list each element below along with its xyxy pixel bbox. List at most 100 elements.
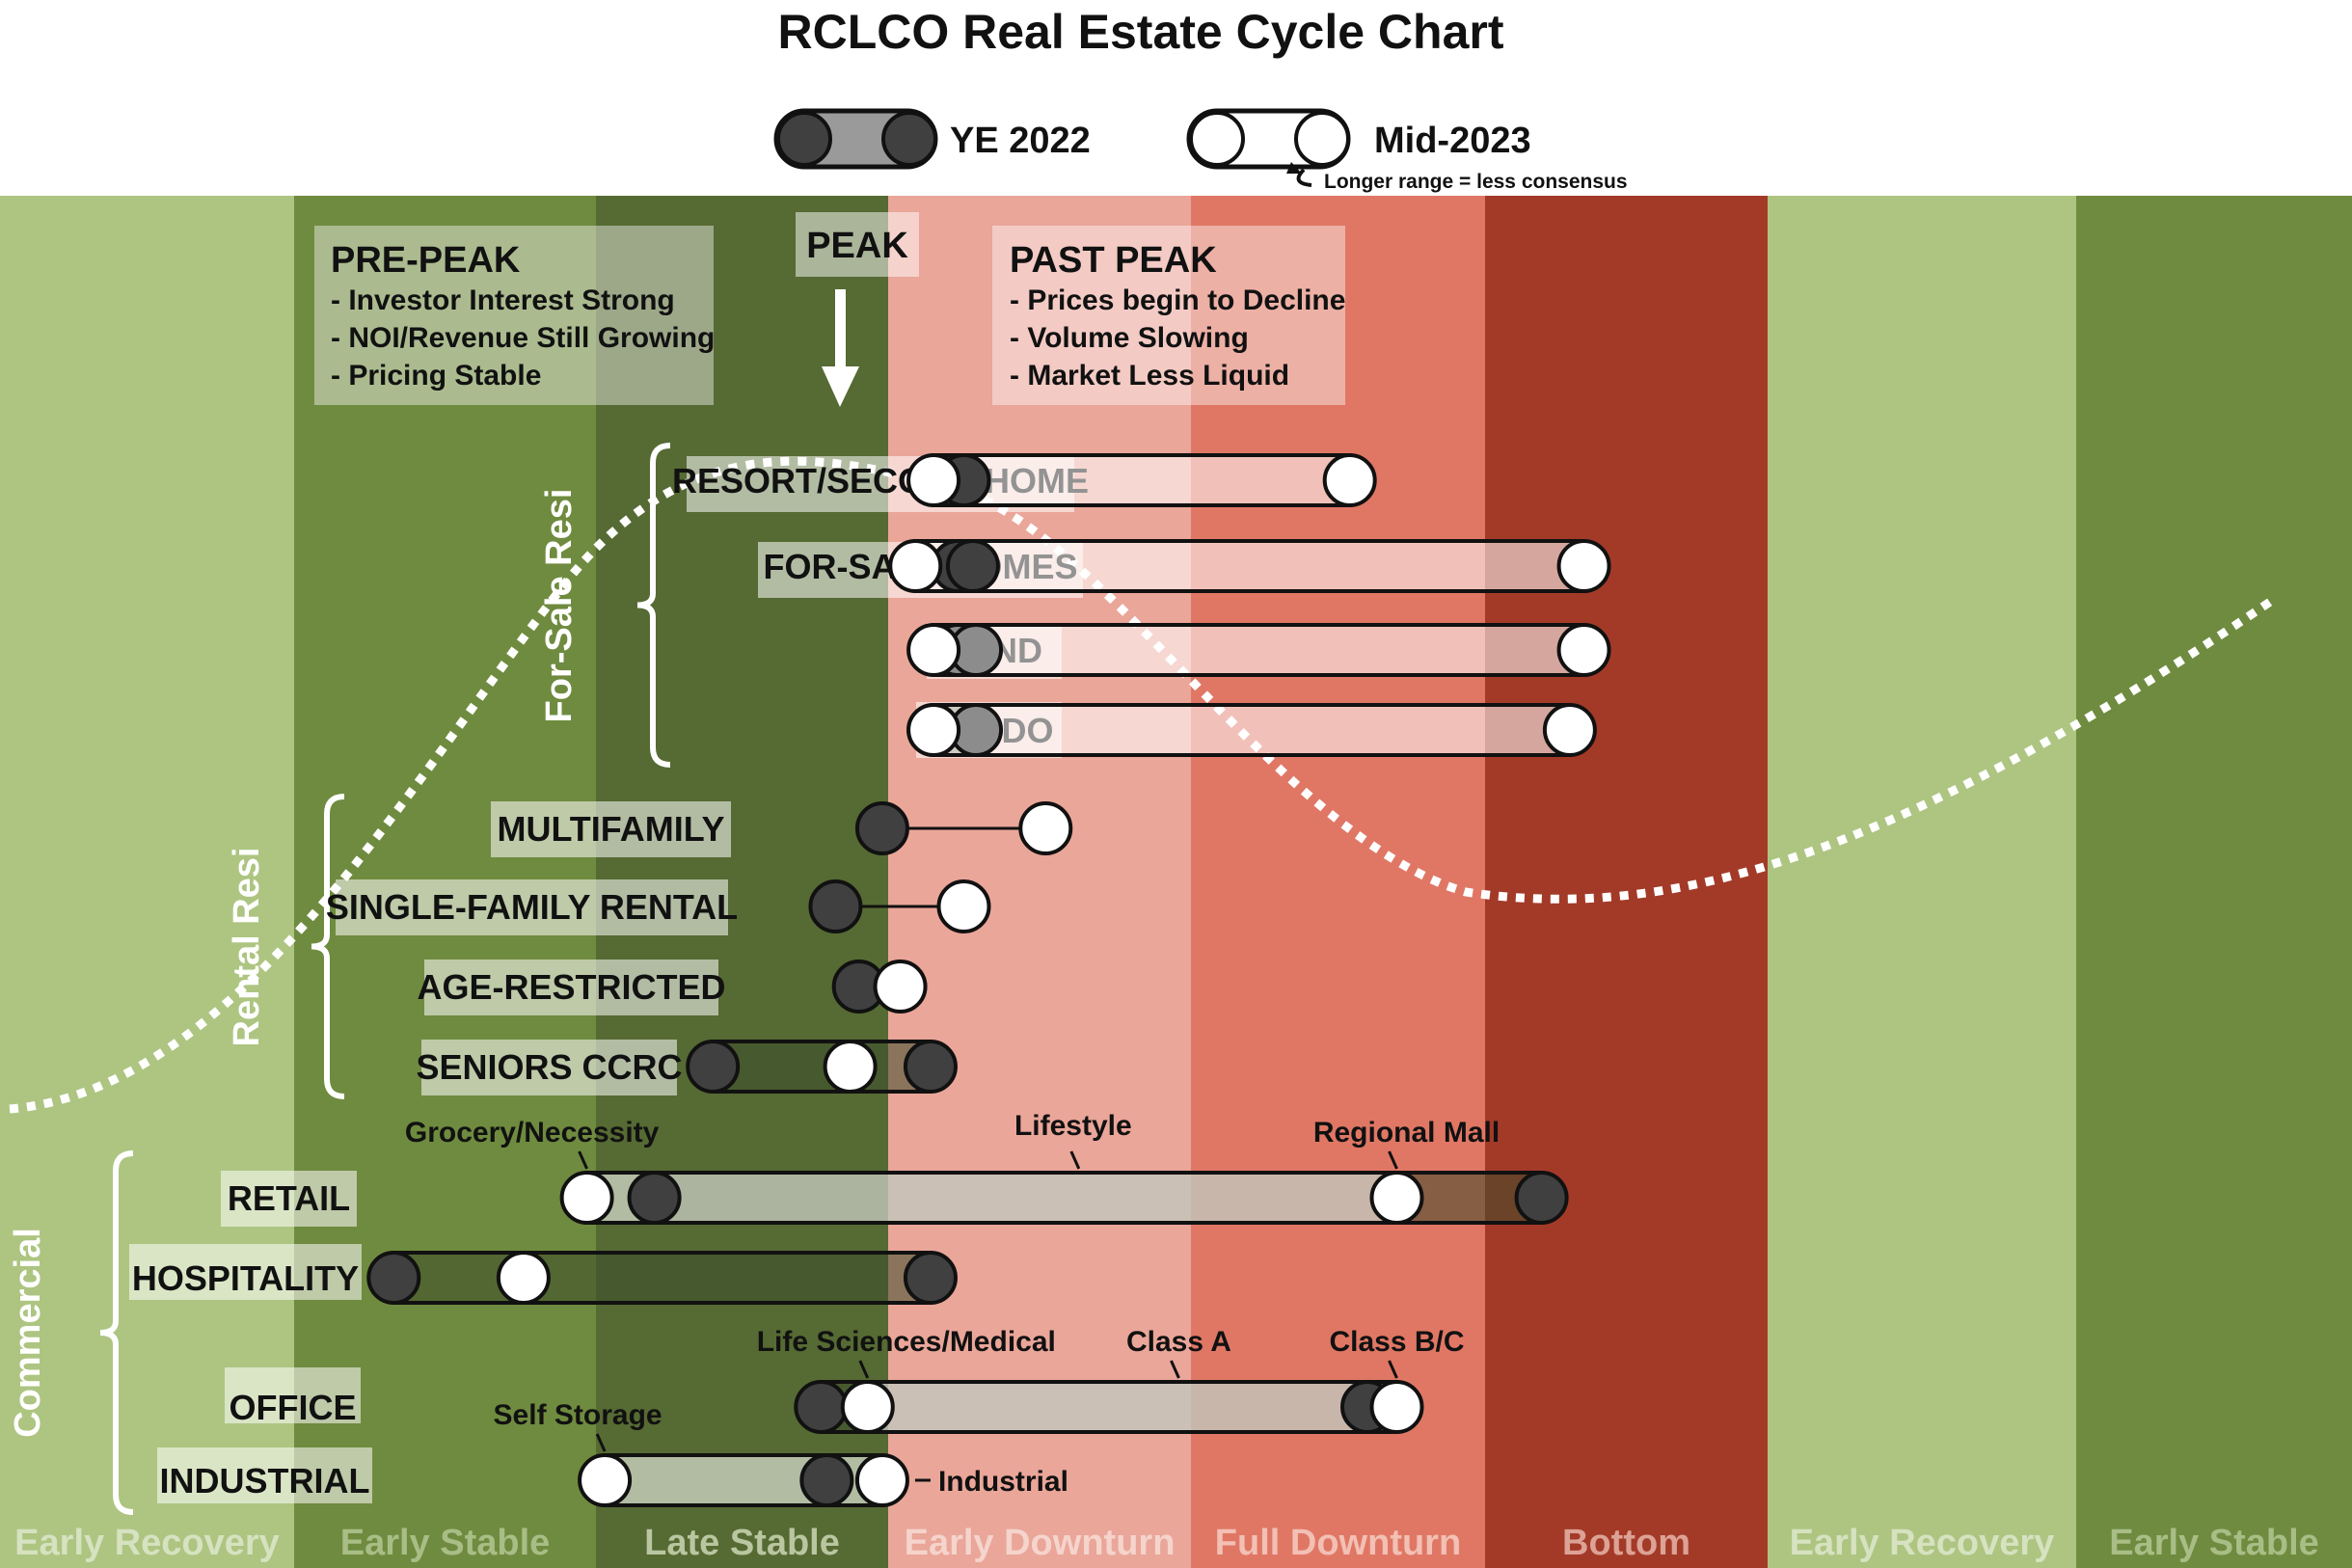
mid2023-end-marker-office — [1369, 1380, 1424, 1434]
row-condo: CONDO — [906, 702, 1597, 758]
peak-arrow-head — [822, 366, 859, 407]
prepeak-box — [314, 226, 714, 405]
row-label-multifamily: MULTIFAMILY — [498, 809, 725, 849]
row-label-retail: RETAIL — [228, 1178, 350, 1218]
mid2023-end-marker-for-sale-homes — [1556, 539, 1611, 593]
pastpeak-title: PAST PEAK — [1010, 240, 1217, 281]
row-label-box-single-family-rental — [336, 879, 728, 935]
group-bracket-for-sale-resi — [636, 443, 671, 768]
callout-arrow-self-storage — [595, 1433, 607, 1452]
mid2023-range-resort-second-home — [933, 455, 1350, 505]
group-label-commercial: Commercial — [8, 1228, 48, 1438]
phase-band-early-stable — [2076, 196, 2352, 1568]
callout-regional-mall: Regional Mall — [1313, 1117, 1500, 1149]
row-label-box-retail — [221, 1171, 357, 1227]
phase-label-late-stable: Late Stable — [644, 1523, 840, 1563]
ye2022-start-marker-office — [794, 1380, 849, 1434]
ye2022-start-marker-multifamily — [854, 801, 909, 855]
row-label-single-family-rental: SINGLE-FAMILY RENTAL — [326, 887, 738, 927]
row-single-family-rental: SINGLE-FAMILY RENTAL — [326, 879, 991, 935]
row-hospitality: HOSPITALITY — [129, 1244, 958, 1305]
row-land: LAND — [906, 623, 1611, 679]
ye2022-start-marker-single-family-rental — [808, 879, 863, 933]
row-seniors-ccrc: SENIORS CCRC — [416, 1040, 958, 1095]
row-label-office: OFFICE — [230, 1388, 357, 1427]
mid2023-start-marker-multifamily — [1018, 801, 1073, 855]
prepeak-bullet-2: - NOI/Revenue Still Growing — [331, 322, 715, 354]
mid2023-range-retail — [586, 1173, 1397, 1223]
mid2023-start-marker-retail — [559, 1171, 614, 1225]
mid2023-start-marker-condo — [906, 703, 961, 757]
phase-label-early-downturn: Early Downturn — [905, 1523, 1176, 1563]
pastpeak-bullet-3: - Market Less Liquid — [1010, 360, 1289, 392]
ye2022-end-marker-retail — [1514, 1171, 1569, 1225]
callout-self-storage: Self Storage — [494, 1399, 662, 1431]
peak-arrow-shaft — [835, 289, 846, 366]
phase-band-bottom — [1485, 196, 1768, 1568]
row-label-seniors-ccrc: SENIORS CCRC — [416, 1047, 682, 1087]
phase-band-early-downturn — [888, 196, 1191, 1568]
legend-mid2023-label: Mid-2023 — [1374, 121, 1531, 161]
group-label-for-sale-resi: For-Sale Resi — [539, 489, 580, 723]
row-label-box-seniors-ccrc — [421, 1040, 677, 1095]
ye2022-start-marker-hospitality — [366, 1251, 421, 1305]
callout-lifestyle: Lifestyle — [1014, 1110, 1132, 1142]
prepeak-bullet-3: - Pricing Stable — [331, 360, 541, 392]
peak-callout: PEAK — [796, 212, 919, 407]
legend: YE 2022 Mid-2023 Longer range = less con… — [773, 108, 1628, 193]
mid2023-start-marker-hospitality — [496, 1251, 551, 1305]
mid2023-end-marker-condo — [1542, 703, 1597, 757]
legend-ye2022-end-marker — [881, 111, 937, 167]
mid2023-range-for-sale-homes — [915, 541, 1584, 591]
ye2022-end-marker-for-sale-homes — [945, 539, 1000, 593]
row-label-industrial: INDUSTRIAL — [160, 1461, 370, 1500]
phase-label-early-stable: Early Stable — [340, 1523, 551, 1563]
peak-title: PEAK — [806, 226, 908, 266]
phase-label-early-recovery: Early Recovery — [1790, 1523, 2055, 1563]
mid2023-end-marker-industrial — [854, 1453, 909, 1507]
legend-mid2023-start-marker — [1189, 111, 1245, 167]
callout-arrow-class-a — [1170, 1360, 1180, 1379]
mid2023-range-land — [933, 625, 1584, 675]
row-label-box-industrial — [157, 1447, 372, 1503]
group-bracket-rental-resi — [311, 794, 345, 1099]
phase-bands — [0, 196, 2352, 1568]
mid2023-start-marker-age-restricted — [873, 960, 928, 1014]
mid2023-end-marker-retail — [1369, 1171, 1424, 1225]
mid2023-range-office — [867, 1382, 1397, 1432]
row-age-restricted: AGE-RESTRICTED — [417, 960, 928, 1015]
phase-label-bottom: Bottom — [1562, 1523, 1690, 1563]
callout-arrow-lifestyle — [1069, 1150, 1081, 1170]
mid2023-start-marker-for-sale-homes — [888, 539, 943, 593]
callout-arrow-regional-mall — [1388, 1150, 1398, 1170]
row-label-age-restricted: AGE-RESTRICTED — [417, 967, 725, 1007]
phase-label-early-stable: Early Stable — [2109, 1523, 2319, 1563]
row-for-sale-homes: FOR-SALE HOMES — [758, 539, 1611, 598]
ye2022-range-seniors-ccrc — [713, 1041, 931, 1092]
pastpeak-bullet-2: - Volume Slowing — [1010, 322, 1249, 354]
mid2023-start-marker-resort-second-home — [906, 453, 961, 507]
ye2022-start-marker-retail — [627, 1171, 682, 1225]
chart-title: RCLCO Real Estate Cycle Chart — [777, 5, 1503, 59]
callout-life-sciences-medical: Life Sciences/Medical — [757, 1326, 1056, 1358]
row-resort-second-home: RESORT/SECOND HOME — [672, 453, 1377, 512]
phase-label-full-downturn: Full Downturn — [1215, 1523, 1461, 1563]
ye2022-end-marker-seniors-ccrc — [903, 1040, 958, 1094]
group-bracket-commercial — [99, 1150, 134, 1515]
ye2022-start-marker-seniors-ccrc — [686, 1040, 741, 1094]
row-multifamily: MULTIFAMILY — [491, 801, 1073, 857]
ye2022-end-marker-hospitality — [903, 1251, 958, 1305]
row-label-box-hospitality — [129, 1244, 362, 1300]
pastpeak-callout: PAST PEAK - Prices begin to Decline - Vo… — [992, 226, 1345, 405]
mid2023-start-marker-industrial — [578, 1453, 633, 1507]
ye2022-start-marker-industrial — [799, 1453, 854, 1507]
row-label-box-age-restricted — [424, 960, 718, 1015]
phase-label-early-recovery: Early Recovery — [14, 1523, 280, 1563]
mid2023-end-marker-resort-second-home — [1322, 453, 1377, 507]
rows: RESORT/SECOND HOME FOR-SALE HOMES LAND COND… — [129, 453, 1611, 1507]
